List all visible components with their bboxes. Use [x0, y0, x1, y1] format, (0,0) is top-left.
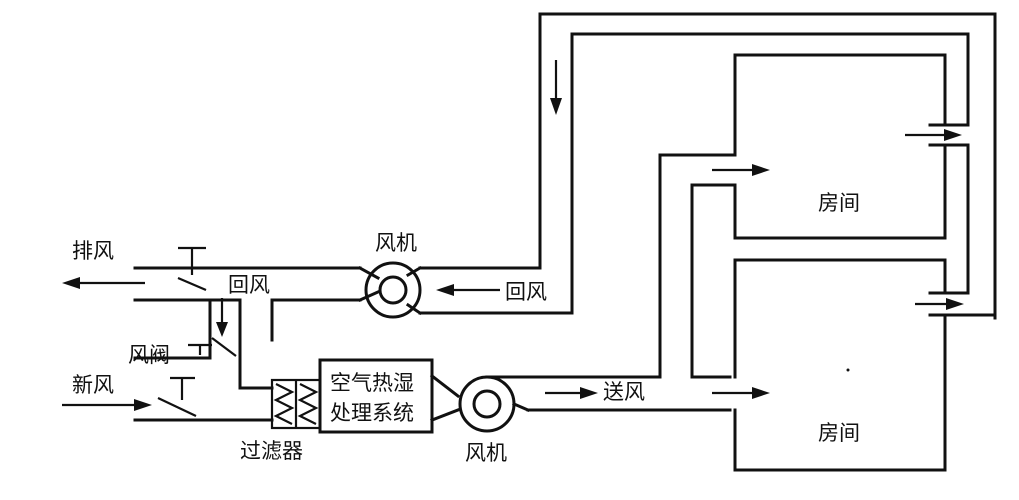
ahu-to-fan-duct [429, 373, 461, 422]
fresh-air-label: 新风 [72, 373, 114, 397]
return-air-label-left: 回风 [228, 273, 270, 297]
exhaust-arrow [62, 277, 145, 289]
supply-into-room-bottom-arrow [712, 387, 770, 399]
air-handling-unit [318, 358, 434, 434]
supply-fan-label: 风机 [465, 441, 507, 465]
fresh-air-arrow [62, 399, 152, 411]
fresh-air-damper-icon [157, 376, 197, 417]
filter-label: 过滤器 [240, 439, 303, 463]
return-air-down-arrow [216, 298, 228, 337]
supply-air-label: 送风 [603, 380, 645, 404]
return-from-room-bottom-arrow [915, 298, 964, 310]
room-top [733, 53, 947, 240]
ahu-label-line2: 处理系统 [330, 401, 414, 425]
supply-duct [526, 153, 737, 412]
room-bottom [733, 258, 947, 472]
supply-into-room-top-arrow [712, 164, 770, 176]
ahu-label-line1: 空气热湿 [330, 371, 414, 395]
exhaust-label: 排风 [72, 239, 114, 263]
dot-mark [846, 368, 850, 372]
room-top-label: 房间 [818, 191, 860, 215]
mixing-damper-icon [188, 337, 237, 357]
exhaust-damper-icon [177, 246, 207, 292]
return-air-left-arrow [436, 284, 500, 296]
filter-icon [270, 378, 322, 430]
return-fan-icon [364, 261, 422, 319]
fresh-air-duct [133, 298, 274, 422]
return-duct [405, 12, 997, 320]
exhaust-duct [133, 265, 381, 390]
return-from-room-top-arrow [905, 129, 962, 141]
supply-fan-icon [458, 375, 530, 433]
damper-label: 风阀 [128, 343, 170, 367]
supply-air-arrow [545, 387, 598, 399]
return-air-down-arrow-right [550, 60, 562, 115]
return-fan-label: 风机 [375, 231, 417, 255]
return-air-label-right: 回风 [505, 280, 547, 304]
room-bottom-label: 房间 [818, 421, 860, 445]
